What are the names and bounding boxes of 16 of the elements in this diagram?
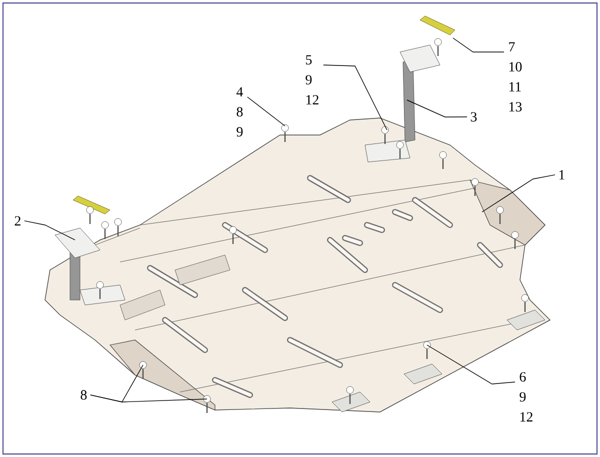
leader-line xyxy=(482,174,556,212)
leader-line xyxy=(90,394,208,402)
leader-line xyxy=(24,220,76,240)
leader-line xyxy=(426,344,516,384)
leader-line xyxy=(323,64,388,130)
callout-number: 1 xyxy=(559,170,564,180)
callout-number: 7 10 11 13 xyxy=(509,42,522,112)
callout-number: 6 9 12 xyxy=(520,372,532,422)
callout-number: 2 xyxy=(14,216,20,226)
callout-number: 3 xyxy=(470,112,477,122)
leader-line xyxy=(452,38,504,52)
leader-line xyxy=(406,100,468,118)
callout-number: 5 9 12 xyxy=(306,55,318,104)
callout-number: 8 xyxy=(80,390,87,400)
callout-number: 4 8 9 xyxy=(236,87,243,137)
leader-line xyxy=(247,96,286,126)
